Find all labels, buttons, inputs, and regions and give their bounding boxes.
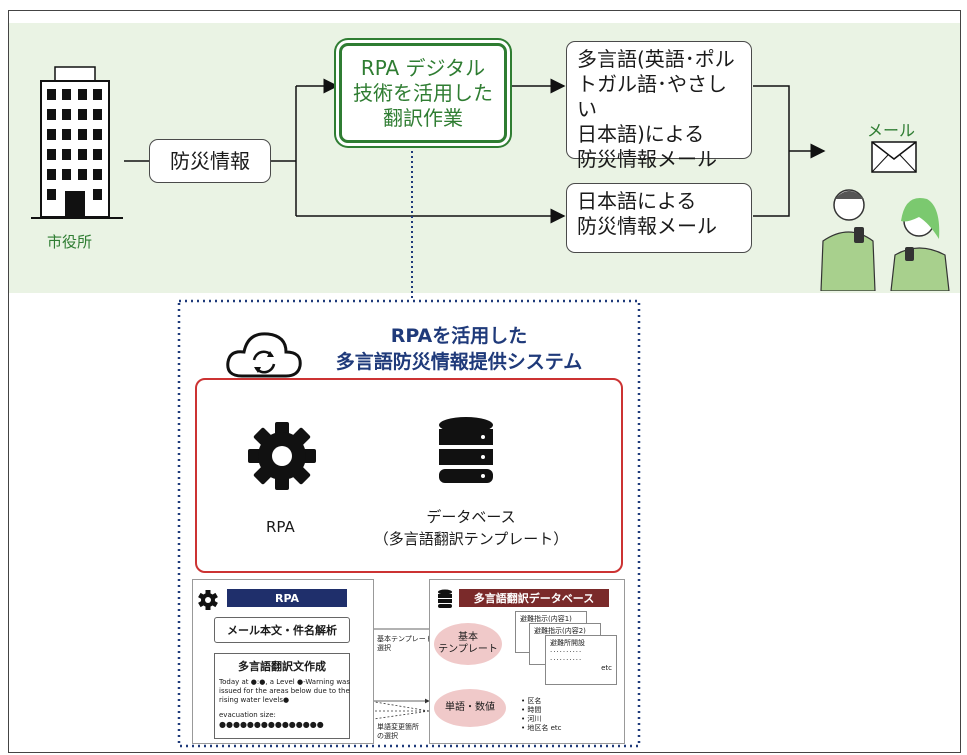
figure-frame: 市役所 防災情報 RPA デジタル 技術を活用した 翻訳作業 多言語(英語･ポル…	[8, 10, 961, 753]
bullet-item: 河川	[527, 715, 542, 723]
rpa-box-line: 技術を活用した	[353, 80, 493, 105]
japanese-mail-box: 日本語による 防災情報メール	[566, 183, 752, 253]
rpa-translation-box: RPA デジタル 技術を活用した 翻訳作業	[339, 43, 507, 143]
pill-line: テンプレート	[438, 644, 498, 655]
arrow-label-line: 基本テンプレート	[377, 635, 433, 643]
basic-template-pill: 基本 テンプレート	[434, 623, 502, 665]
placeholder-dots: ●●●●●●●●●●●●●●●	[219, 720, 324, 729]
template-doc-3: 避難所開設 ·········· ·········· etc	[545, 635, 617, 685]
database-label-line: （多言語翻訳テンプレート）	[373, 530, 569, 548]
system-title: RPAを活用した 多言語防災情報提供システム	[309, 323, 609, 375]
multi-box-line: トガル語･やさしい	[577, 72, 727, 121]
arrow-label-line: 選択	[377, 644, 391, 652]
translate-box	[214, 653, 350, 739]
translate-title: 多言語翻訳文作成	[238, 660, 326, 673]
rpa-box-line: RPA デジタル	[360, 55, 486, 80]
basic-template-select-label: 基本テンプレート 選択	[377, 635, 437, 653]
vocab-select-label: 単語変更箇所 の選択	[377, 723, 437, 741]
multilingual-mail-box: 多言語(英語･ポル トガル語･やさしい 日本語)による 防災情報メール	[566, 41, 752, 171]
gear-icon	[248, 422, 316, 490]
doc-title: 避難所開設	[550, 639, 585, 647]
sample-text-line: Today at ●:●, a Level ●-Warning was	[219, 678, 350, 686]
evacuation-label: evacuation size:	[219, 711, 276, 719]
sample-text: Today at ●:●, a Level ●-Warning was issu…	[219, 678, 359, 729]
doc-etc: etc	[601, 664, 612, 672]
pill-line: 基本	[457, 632, 478, 643]
multi-box-line: 多言語(英語･ポル	[577, 47, 735, 71]
word-number-pill: 単語・数値	[434, 689, 506, 727]
japanese-box-line: 日本語による	[577, 189, 697, 213]
bullet-item: 時間	[527, 706, 542, 714]
city-hall-building-icon	[31, 66, 123, 219]
database-icon	[439, 417, 493, 483]
small-gear-icon	[198, 590, 218, 610]
disaster-info-text: 防災情報	[170, 148, 250, 173]
system-title-line: 多言語防災情報提供システム	[335, 351, 583, 373]
database-label: データベース （多言語翻訳テンプレート）	[361, 506, 581, 550]
rpa-label: RPA	[266, 518, 295, 536]
sample-text-line: rising water levels●	[219, 696, 290, 704]
bullet-list: • 区名 • 時間 • 河川 • 地区名 etc	[521, 697, 562, 732]
japanese-box-line: 防災情報メール	[577, 214, 717, 238]
sample-text-line: issued for the areas below due to the	[219, 687, 350, 695]
rpa-detail-header: RPA	[227, 589, 347, 607]
mail-label: メール	[867, 121, 916, 140]
bullet-item: 地区名 etc	[527, 724, 562, 732]
system-title-line: RPAを活用した	[390, 325, 528, 347]
people-with-phones-illustration	[820, 189, 950, 291]
city-hall-label: 市役所	[47, 233, 93, 251]
rpa-box-line: 翻訳作業	[383, 105, 463, 130]
bullet-item: 区名	[527, 697, 542, 705]
disaster-info-box: 防災情報	[149, 139, 271, 183]
multi-box-line: 日本語)による	[577, 122, 705, 146]
mail-parse-box: メール本文・件名解析	[214, 617, 350, 643]
arrow-label-line: 単語変更箇所	[377, 723, 419, 731]
database-label-line: データベース	[426, 508, 516, 526]
db-detail-header: 多言語翻訳データベース	[459, 589, 609, 607]
arrow-label-line: の選択	[377, 732, 398, 740]
cloud-sync-icon	[226, 332, 302, 378]
multi-box-line: 防災情報メール	[577, 147, 717, 171]
small-database-icon	[438, 589, 452, 608]
envelope-icon	[871, 141, 917, 173]
